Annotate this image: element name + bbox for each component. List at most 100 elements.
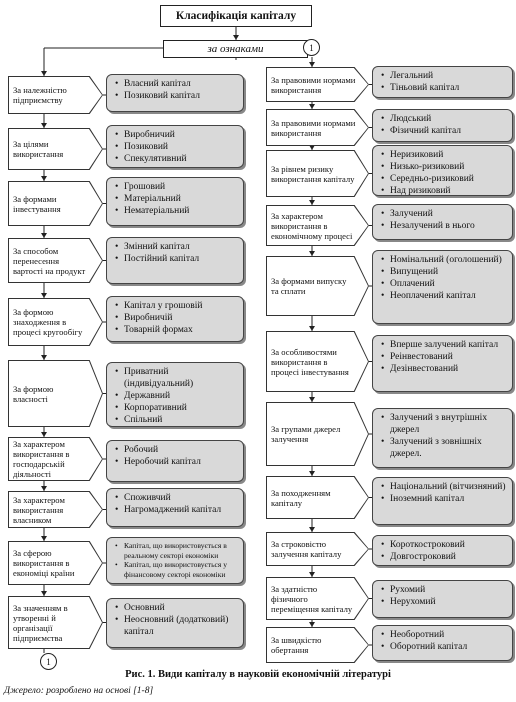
arrow-head	[41, 355, 47, 360]
right-options-11: •Необоротний•Оборотний капітал	[372, 625, 513, 661]
left-criterion-2: За цілями використання	[8, 128, 103, 170]
bullet-icon: •	[115, 130, 119, 140]
bullet-icon: •	[115, 142, 119, 152]
bullet-icon: •	[381, 255, 385, 265]
right-criterion-7: За групами джерел залучення	[266, 402, 369, 466]
right-option-item: •Людський	[381, 113, 506, 125]
left-options-6: •Приватний (індивідуальний)•Державний•Ко…	[106, 362, 244, 427]
bullet-icon: •	[115, 194, 119, 204]
left-option-item: •Змінний капітал	[115, 241, 237, 253]
left-criterion-1: За належністю підприємству	[8, 76, 103, 114]
right-option-label: Оплачений	[390, 279, 435, 289]
right-option-label: Вперше залучений капітал	[390, 340, 499, 350]
bullet-icon: •	[381, 552, 385, 562]
bullet-icon: •	[381, 209, 385, 219]
right-options-2: •Людський•Фізичний капітал	[372, 109, 513, 142]
bullet-icon: •	[381, 267, 385, 277]
right-criterion-8-label: За походженням капіталу	[267, 477, 368, 518]
right-option-item: •Середньо-ризиковий	[381, 173, 506, 185]
right-criterion-9-label: За строковістю залучення капіталу	[267, 533, 368, 565]
right-option-item: •Неоплачений капітал	[381, 290, 506, 302]
left-option-item: •Робочий	[115, 444, 237, 456]
left-option-item: •Основний	[115, 602, 237, 614]
right-criterion-2: За правовими нормами використання	[266, 109, 369, 146]
left-criterion-6-label: За формою власності	[9, 361, 102, 426]
bullet-icon: •	[115, 79, 119, 89]
bullet-icon: •	[115, 206, 119, 216]
left-options-10: •Основний•Неосновний (додатковий) капіта…	[106, 598, 244, 648]
left-option-item: •Власний капітал	[115, 78, 237, 90]
right-option-item: •Нерухомий	[381, 596, 506, 608]
left-option-item: •Постійний капітал	[115, 253, 237, 265]
left-option-item: • Спільний	[115, 414, 237, 426]
bullet-icon: •	[115, 254, 119, 264]
left-options-1: •Власний капітал•Позиковий капітал	[106, 74, 244, 112]
left-option-item: •Виробничій	[115, 312, 237, 324]
left-options-2: •Виробничий•Позиковий•Спекулятивний	[106, 125, 244, 168]
bullet-icon: •	[381, 221, 385, 231]
right-option-item: •Довгостроковий	[381, 551, 506, 563]
left-option-label: Товарній формах	[124, 325, 193, 335]
left-options-5: •Капітал у грошовій•Виробничій• Товарній …	[106, 296, 244, 342]
right-option-label: Іноземний капітал	[390, 494, 465, 504]
left-option-label: Грошовий	[124, 182, 166, 192]
left-options-9: • Капітал, що використовується в реальном…	[106, 537, 244, 584]
left-criterion-10: За значенням в утворенні й організації п…	[8, 596, 103, 649]
arrow-head	[309, 251, 315, 256]
left-options-8: •Споживчий•Нагромаджений капітал	[106, 488, 244, 527]
right-option-item: •Низько-ризиковий	[381, 161, 506, 173]
bullet-icon: •	[115, 541, 118, 550]
left-criterion-2-label: За цілями використання	[9, 129, 102, 169]
right-option-label: Легальний	[390, 71, 434, 81]
right-options-6: • Вперше залучений капітал•Реінвестований…	[372, 335, 513, 392]
right-option-item: •Залучений з внутрішніх джерел	[381, 412, 506, 436]
left-criterion-7: За характером використання в господарськ…	[8, 437, 103, 481]
right-option-item: •Над ризиковий	[381, 185, 506, 197]
left-option-item: •Капітал у грошовій	[115, 300, 237, 312]
left-option-label: Нагромаджений капітал	[124, 505, 222, 515]
right-criterion-6-label: За особливостями використання в процесі …	[267, 332, 368, 391]
bullet-icon: •	[115, 91, 119, 101]
right-option-label: Оборотний капітал	[390, 642, 468, 652]
arrow-head	[309, 622, 315, 627]
arrow-head	[41, 591, 47, 596]
left-criterion-10-label: За значенням в утворенні й організації п…	[9, 597, 102, 648]
arrow-head	[309, 62, 315, 67]
right-criterion-1: За правовими нормами використання	[266, 67, 369, 102]
connector-circle-bottom: 1	[40, 653, 57, 670]
right-criterion-11: За швидкістю обертання	[266, 627, 369, 663]
right-option-item: •Легальний	[381, 70, 506, 82]
arrow-head	[41, 486, 47, 491]
left-option-label: Спільний	[124, 415, 163, 425]
figure-source: Джерело: розроблено на основі [1-8]	[4, 686, 154, 696]
right-option-item: •Рухомий	[381, 584, 506, 596]
left-option-label: Матеріальний	[124, 194, 181, 204]
arrow-head	[41, 176, 47, 181]
bullet-icon: •	[381, 364, 385, 374]
left-criterion-4: За способом перенесення вартості на прод…	[8, 238, 103, 283]
right-options-9: •Короткостроковий•Довгостроковий	[372, 535, 513, 566]
bullet-icon: •	[381, 437, 385, 447]
right-option-label: Рухомий	[390, 585, 426, 595]
left-option-label: Позиковий	[124, 142, 168, 152]
bullet-icon: •	[115, 403, 119, 413]
bullet-icon: •	[381, 291, 385, 301]
left-option-label: Змінний капітал	[124, 242, 190, 252]
arrow-head	[41, 233, 47, 238]
right-options-10: •Рухомий•Нерухомий	[372, 580, 513, 618]
left-option-label: Капітал у грошовій	[124, 301, 203, 311]
right-option-item: •Реінвестований	[381, 351, 506, 363]
right-option-label: Необоротний	[390, 630, 445, 640]
bullet-icon: •	[115, 415, 119, 425]
left-options-3: •Грошовий•Матеріальний•Нематеріальний	[106, 177, 244, 226]
left-option-item: • Позиковий	[115, 141, 237, 153]
right-criterion-10-label: За здатністю фізичного переміщення капіт…	[267, 578, 368, 619]
bullet-icon: •	[115, 325, 119, 335]
left-option-label: Капітал, що використовується в реальному…	[124, 541, 227, 560]
bullet-icon: •	[381, 597, 385, 607]
arrow-head	[41, 432, 47, 437]
left-option-label: Виробничій	[124, 313, 173, 323]
left-option-label: Капітал, що використовується у фінансово…	[124, 560, 228, 579]
bullet-icon: •	[115, 182, 119, 192]
